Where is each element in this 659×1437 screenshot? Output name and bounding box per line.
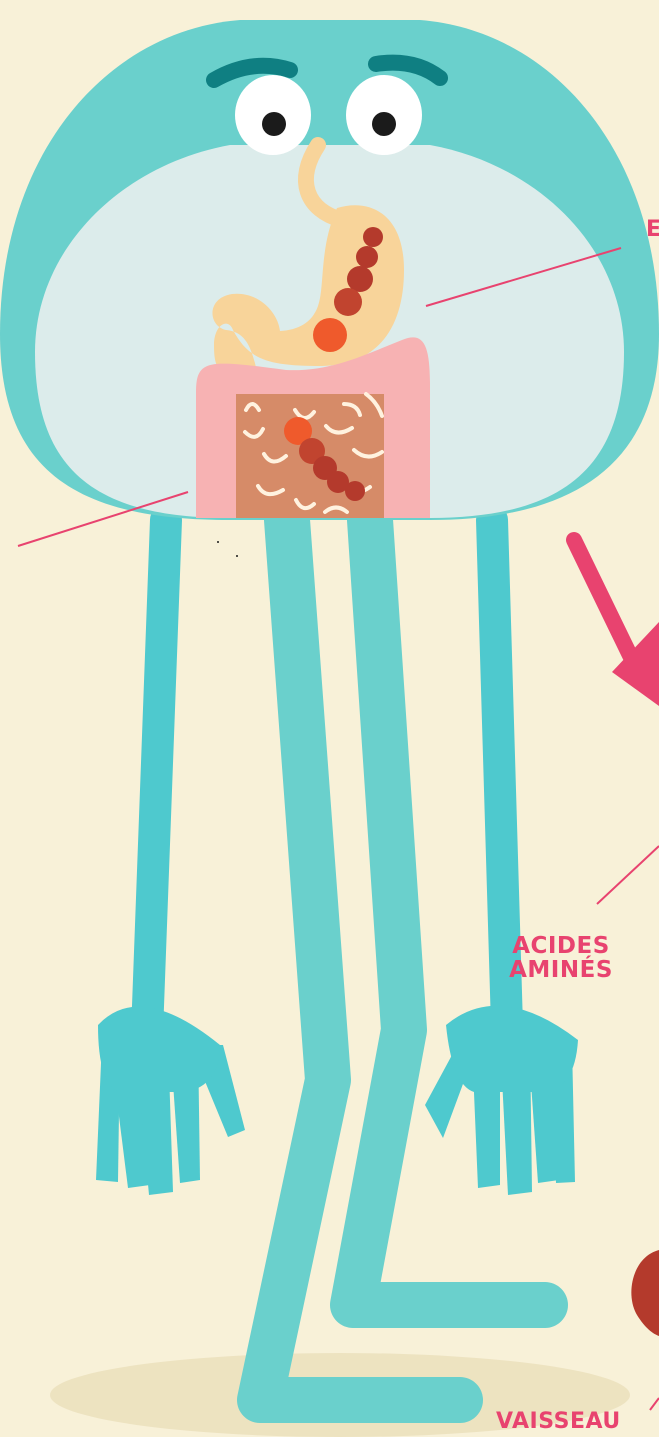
left-hand — [96, 1007, 245, 1195]
amino-acids-line-2: AMINÉS — [496, 959, 626, 983]
stomach-label: E — [646, 219, 659, 241]
blood-cell-partial — [631, 1250, 659, 1336]
dot-mark — [217, 541, 219, 543]
amino-acids-label: ACIDES AMINÉS — [496, 935, 626, 982]
amino-acids-line-1: ACIDES — [496, 935, 626, 959]
dot-mark — [236, 555, 238, 557]
right-pupil — [372, 112, 396, 136]
left-pupil — [262, 112, 286, 136]
amino-pointer-line — [597, 846, 659, 904]
vessel-label: VAISSEAU — [496, 1411, 621, 1433]
right-hand — [425, 1006, 578, 1195]
left-arm — [146, 520, 166, 1060]
vessel-pointer-line — [650, 1398, 659, 1410]
